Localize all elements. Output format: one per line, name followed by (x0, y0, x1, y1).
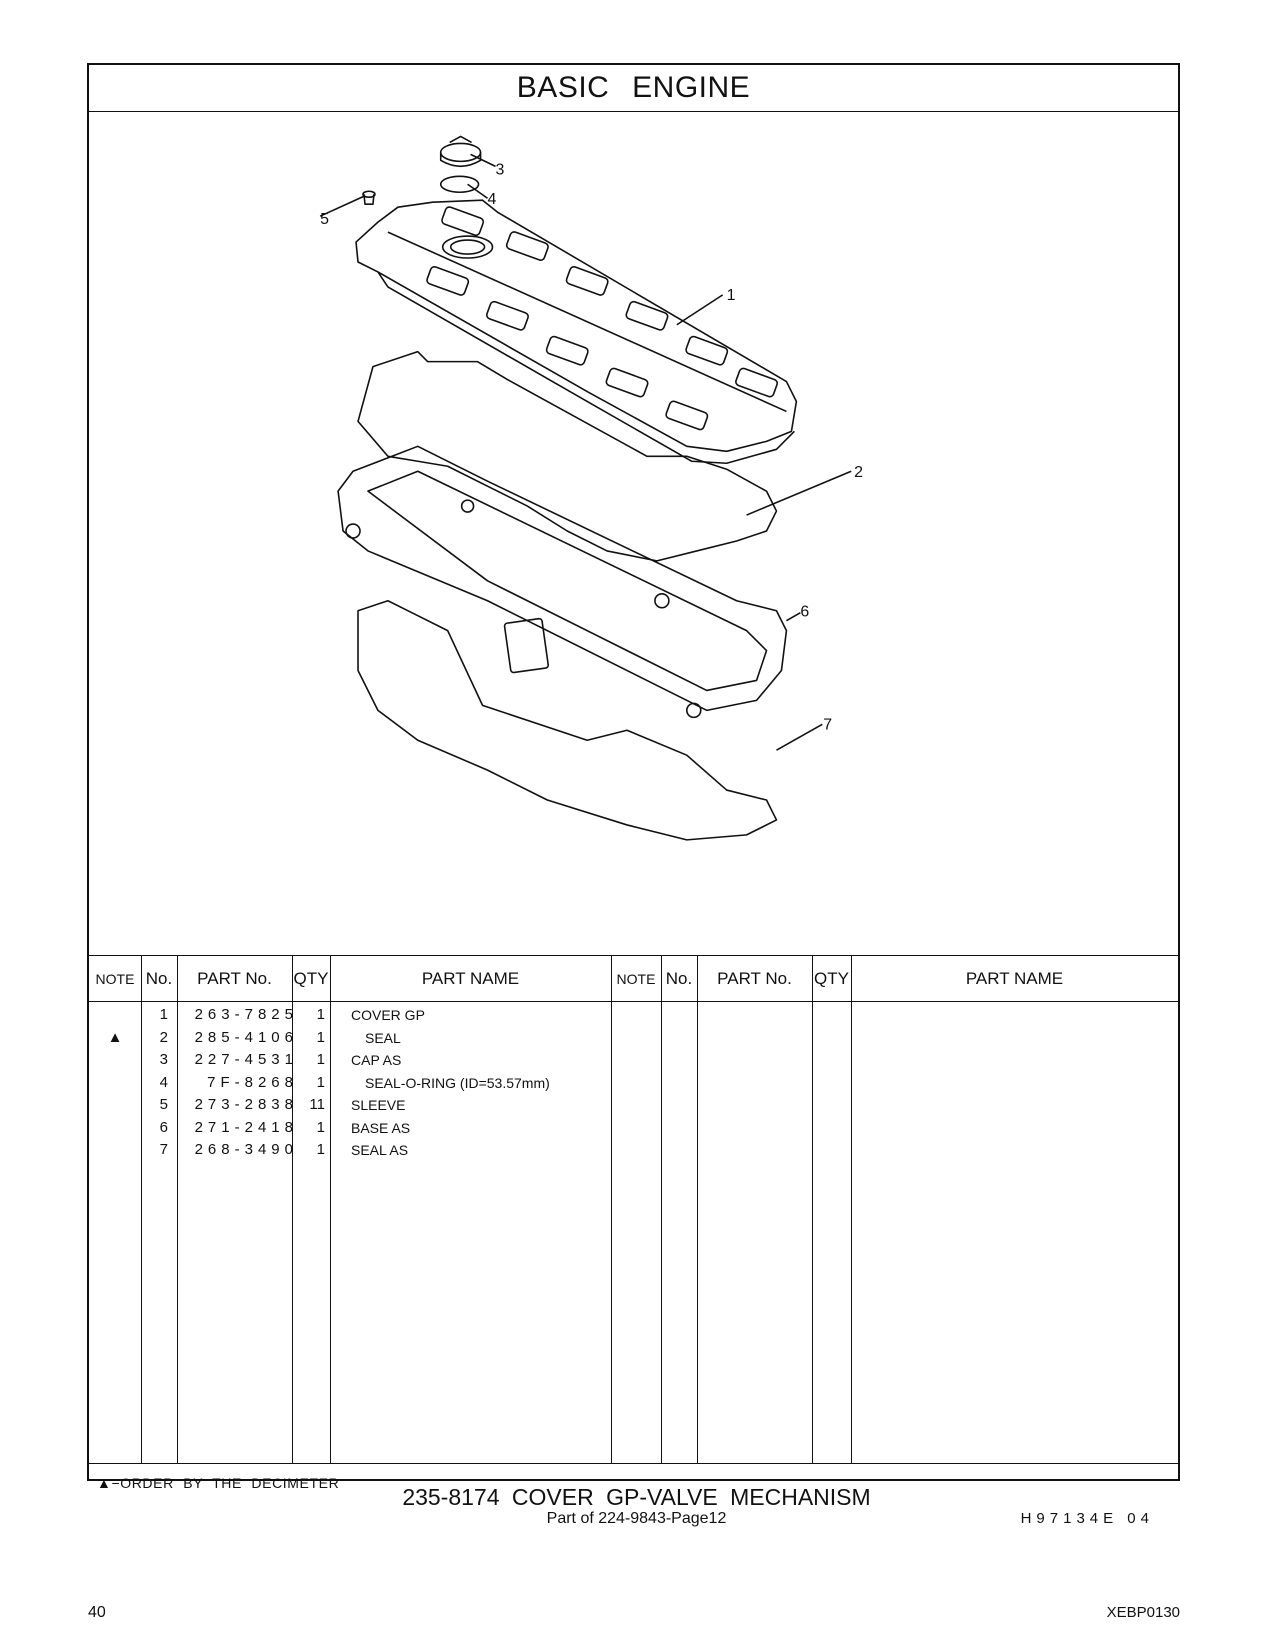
header-part-no-right: PART No. (717, 968, 792, 988)
parts-table-header: NOTE No. PART No. QTY PART NAME NOTE No.… (89, 955, 1178, 1002)
col-divider (177, 956, 178, 1001)
leader-7 (776, 723, 823, 751)
col-divider (851, 956, 852, 1001)
row-part-name: SEAL-O-RING (ID=53.57mm) (365, 1074, 550, 1091)
row-note: ▲ (107, 1028, 123, 1046)
header-no: No. (145, 968, 173, 988)
callout-7: 7 (823, 716, 832, 733)
row-part-name: COVER GP (351, 1007, 425, 1023)
leader-3 (470, 153, 496, 168)
row-part-name: SEAL (365, 1029, 401, 1046)
row-qty: 1 (316, 1006, 325, 1023)
callout-2: 2 (854, 464, 863, 481)
row-part-number: 7F-8268 (207, 1073, 298, 1091)
col-divider (812, 956, 813, 1001)
col-divider (697, 1002, 698, 1463)
header-qty: QTY (293, 968, 329, 988)
callout-6: 6 (800, 604, 809, 621)
page-subcaption: Part of 224-9843-Page12 (546, 1510, 727, 1527)
col-divider (812, 1002, 813, 1463)
diagram-svg: 5 3 4 1 2 6 7 (319, 135, 863, 841)
page-number: 40 (88, 1604, 106, 1621)
parts-page-frame: BASIC ENGINE (87, 63, 1180, 1527)
page-caption: 235-8174 COVER GP-VALVE MECHANISM (402, 1484, 871, 1510)
table-row: ▲ 2 285-4106 1 SEAL (89, 1029, 1178, 1052)
leader-6 (786, 612, 801, 622)
cover-drawing (355, 199, 798, 465)
callout-3: 3 (496, 161, 505, 178)
leader-2 (746, 470, 852, 516)
table-row: 1 263-7825 1 COVER GP (89, 1006, 1178, 1029)
col-divider (141, 956, 142, 1001)
row-part-number: 227-4531 (194, 1051, 298, 1068)
row-item-no: 5 (159, 1096, 168, 1113)
row-part-number: 285-4106 (194, 1028, 298, 1046)
col-divider (697, 956, 698, 1001)
footnote: ▲−ORDER BY THE DECIMETER (97, 1475, 340, 1491)
callout-4: 4 (488, 191, 497, 208)
row-qty: 11 (309, 1096, 325, 1113)
header-no-right: No. (665, 968, 693, 988)
row-qty: 1 (316, 1028, 325, 1046)
col-divider (611, 956, 612, 1001)
header-part-no: PART No. (197, 968, 272, 988)
row-item-no: 4 (159, 1073, 168, 1091)
col-divider (330, 1002, 331, 1463)
col-divider (292, 956, 293, 1001)
callout-5: 5 (320, 211, 329, 228)
table-row: 7 268-3490 1 SEAL AS (89, 1141, 1178, 1164)
row-part-name: CAP AS (351, 1052, 402, 1068)
document-code: H97134E 04 (1020, 1510, 1154, 1527)
row-part-name: SLEEVE (351, 1097, 406, 1113)
row-part-number: 273-2838 (194, 1096, 298, 1113)
header-note: NOTE (95, 970, 135, 987)
seal-as-drawing (357, 599, 778, 841)
table-row: 5 273-2838 11 SLEEVE (89, 1096, 1178, 1119)
row-part-name: SEAL AS (351, 1142, 409, 1158)
leader-5 (319, 195, 365, 217)
exploded-parts-diagram: 5 3 4 1 2 6 7 (89, 111, 1178, 955)
row-part-number: 263-7825 (194, 1006, 298, 1023)
publication-code: XEBP0130 (1106, 1604, 1180, 1621)
callout-1: 1 (727, 287, 736, 304)
leader-1 (676, 294, 724, 326)
row-part-name: BASE AS (351, 1119, 411, 1136)
table-row: 3 227-4531 1 CAP AS (89, 1051, 1178, 1074)
row-item-no: 3 (159, 1051, 168, 1068)
parts-table-body: 1 263-7825 1 COVER GP ▲ 2 285-4106 1 SEA… (89, 1002, 1178, 1464)
row-qty: 1 (316, 1118, 325, 1136)
row-item-no: 2 (159, 1028, 168, 1046)
table-row: 4 7F-8268 1 SEAL-O-RING (ID=53.57mm) (89, 1074, 1178, 1097)
header-qty-right: QTY (814, 968, 849, 988)
row-item-no: 6 (159, 1118, 168, 1136)
seal-gasket-drawing (357, 350, 778, 562)
section-title: BASIC ENGINE (89, 65, 1178, 112)
header-note-right: NOTE (616, 970, 656, 987)
row-qty: 1 (316, 1051, 325, 1068)
o-ring-drawing (439, 175, 480, 194)
row-item-no: 7 (159, 1141, 168, 1158)
col-divider (661, 956, 662, 1001)
row-qty: 1 (316, 1141, 325, 1158)
col-divider (177, 1002, 178, 1463)
sleeve-drawing (362, 190, 376, 206)
cap-drawing (439, 135, 482, 168)
col-divider (141, 1002, 142, 1463)
row-qty: 1 (316, 1073, 325, 1091)
base-drawing (337, 445, 788, 719)
table-row: 6 271-2418 1 BASE AS (89, 1119, 1178, 1142)
row-part-number: 271-2418 (194, 1118, 298, 1136)
row-part-number: 268-3490 (194, 1141, 298, 1158)
leader-4 (467, 183, 488, 199)
col-divider (851, 1002, 852, 1463)
col-divider (292, 1002, 293, 1463)
col-divider (330, 956, 331, 1001)
col-divider (661, 1002, 662, 1463)
header-part-name: PART NAME (421, 968, 520, 988)
col-divider (611, 1002, 612, 1463)
header-part-name-right: PART NAME (965, 968, 1064, 988)
row-item-no: 1 (159, 1006, 168, 1023)
